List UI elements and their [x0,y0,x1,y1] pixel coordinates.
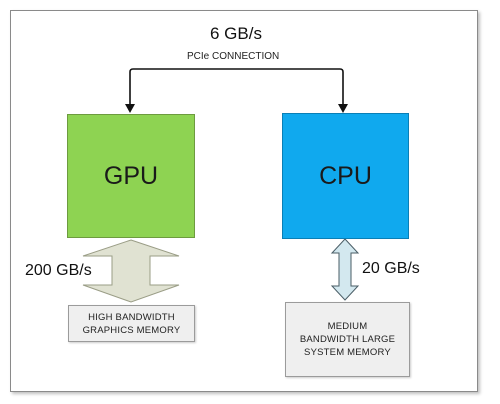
pcie-arrowhead-cpu [338,104,348,113]
pcie-connection-line [129,68,344,106]
gpu-memory-arrow [82,239,180,303]
gpu-memory-line: GRAPHICS MEMORY [82,324,181,336]
cpu-box: CPU [282,113,409,239]
gpu-memory-box: HIGH BANDWIDTH GRAPHICS MEMORY [68,305,195,342]
cpu-label: CPU [319,161,372,190]
gpu-bandwidth-label: 200 GB/s [25,262,92,279]
pcie-speed-label: 6 GB/s [210,24,262,43]
cpu-memory-line: MEDIUM [327,321,368,332]
pcie-connection-label: PCIe CONNECTION [187,51,280,62]
cpu-bandwidth-label: 20 GB/s [362,260,420,277]
gpu-memory-line: HIGH BANDWIDTH [88,311,175,323]
cpu-memory-arrow [330,238,360,301]
gpu-box: GPU [67,114,195,238]
pcie-arrowhead-gpu [125,104,135,113]
cpu-memory-box: MEDIUM BANDWIDTH LARGE SYSTEM MEMORY [285,302,410,377]
cpu-memory-line: BANDWIDTH LARGE [299,334,396,345]
cpu-memory-line: SYSTEM MEMORY [304,347,391,358]
gpu-label: GPU [103,161,159,190]
